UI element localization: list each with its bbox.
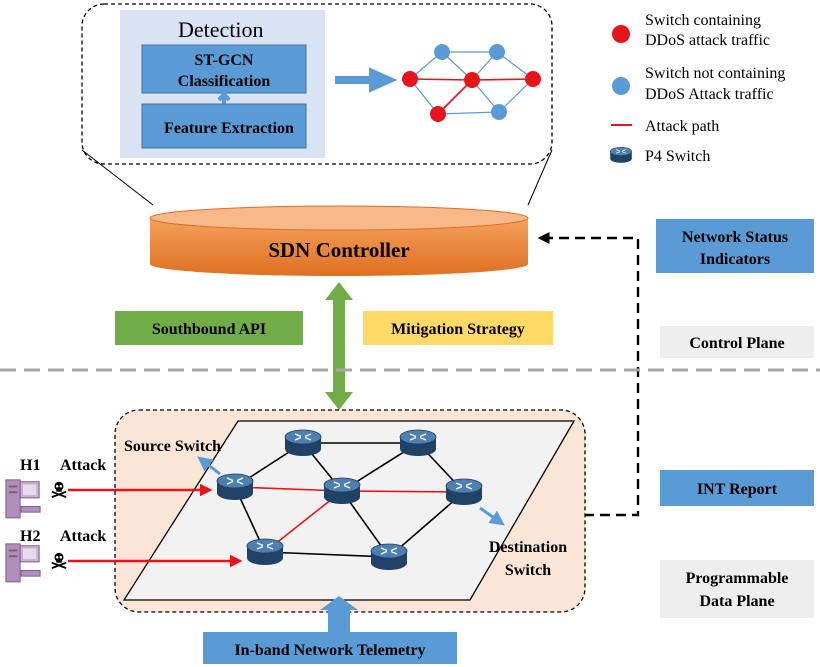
int-report-label: INT Report <box>697 481 778 498</box>
control-plane-box <box>660 326 814 358</box>
callout-right-line <box>527 149 553 206</box>
callout-left-line <box>81 149 154 206</box>
graph-node-attack <box>430 106 446 122</box>
int-feedback-dashed-line <box>537 232 640 517</box>
graph-node-attack <box>402 71 418 87</box>
southbound-api-label: Southbound API <box>152 321 266 338</box>
host-h1-attack-label: Attack <box>60 457 106 474</box>
network-status-label-2: Indicators <box>700 251 770 268</box>
control-plane-label: Control Plane <box>689 335 784 352</box>
southbound-api-box <box>115 311 303 345</box>
mitigation-strategy-box <box>363 311 553 345</box>
host-h2-label: H2 <box>20 528 40 545</box>
sdn-controller-label: SDN Controller <box>268 238 409 262</box>
destination-switch-pointer <box>479 506 505 526</box>
graph-node-attack <box>464 72 480 88</box>
programmable-label-1: Programmable <box>686 570 789 587</box>
legend-attack-path-label: Attack path <box>645 118 719 135</box>
p4-switch-icon <box>399 429 437 457</box>
detection-title: Detection <box>178 17 264 42</box>
host-h1-label: H1 <box>20 457 40 474</box>
feature-extraction-label: Feature Extraction <box>164 120 294 137</box>
p4-switch-icon <box>284 429 322 457</box>
feature-extraction-box <box>141 103 307 149</box>
detection-output-arrow <box>335 67 398 93</box>
destination-switch-icon <box>445 478 483 506</box>
legend-p4-switch-label: P4 Switch <box>645 148 710 165</box>
destination-switch-label-1: Destination <box>489 539 567 556</box>
legend-blue-label-2: DDoS Attack traffic <box>645 86 774 103</box>
graph-node-benign <box>489 44 505 60</box>
host-h1-computer-icon <box>5 479 41 519</box>
graph-node-benign <box>491 104 507 120</box>
legend: Switch containing DDoS attack traffic Sw… <box>609 12 785 165</box>
host-h2-computer-icon <box>5 543 41 583</box>
graph-node-attack <box>525 71 541 87</box>
legend-blue-label-1: Switch not containing <box>645 65 785 82</box>
network-status-indicators-box <box>656 219 814 273</box>
p4-switch-icon <box>246 538 284 566</box>
controller-dataplane-double-arrow <box>325 282 353 410</box>
host-h2-attack-label: Attack <box>60 528 106 545</box>
skull-icon <box>50 480 68 498</box>
graph-node-benign <box>434 44 450 60</box>
legend-p4-switch-icon <box>609 146 633 164</box>
source-switch-label: Source Switch <box>124 438 221 455</box>
stgcn-label-1: ST-GCN <box>195 52 254 69</box>
source-switch-pointer <box>197 456 221 476</box>
source-switch-icon <box>216 473 254 501</box>
legend-red-dot <box>612 25 630 43</box>
sdn-controller: SDN Controller <box>149 205 529 276</box>
p4-switch-icon <box>323 477 361 505</box>
p4-switch-icon <box>370 543 408 571</box>
feature-to-stgcn-arrow <box>217 90 231 104</box>
legend-blue-dot <box>612 77 630 95</box>
skull-icon <box>50 551 68 569</box>
detected-graph <box>402 44 541 122</box>
stgcn-label-2: Classification <box>178 73 271 90</box>
network-status-label-1: Network Status <box>682 229 788 246</box>
legend-red-label-2: DDoS attack traffic <box>645 32 770 49</box>
host-h2: H2 Attack <box>5 528 243 583</box>
inband-telemetry-label: In-band Network Telemetry <box>234 642 425 659</box>
programmable-label-2: Data Plane <box>699 593 774 610</box>
telemetry-up-arrow <box>320 596 358 634</box>
int-report-box <box>660 470 814 506</box>
mitigation-strategy-label: Mitigation Strategy <box>391 321 525 338</box>
legend-red-label-1: Switch containing <box>645 12 761 29</box>
inband-telemetry-box <box>203 632 457 664</box>
destination-switch-label-2: Switch <box>505 562 551 579</box>
programmable-data-plane-box <box>660 560 814 618</box>
stgcn-box <box>141 44 307 94</box>
host-h1: H1 Attack <box>5 457 213 519</box>
